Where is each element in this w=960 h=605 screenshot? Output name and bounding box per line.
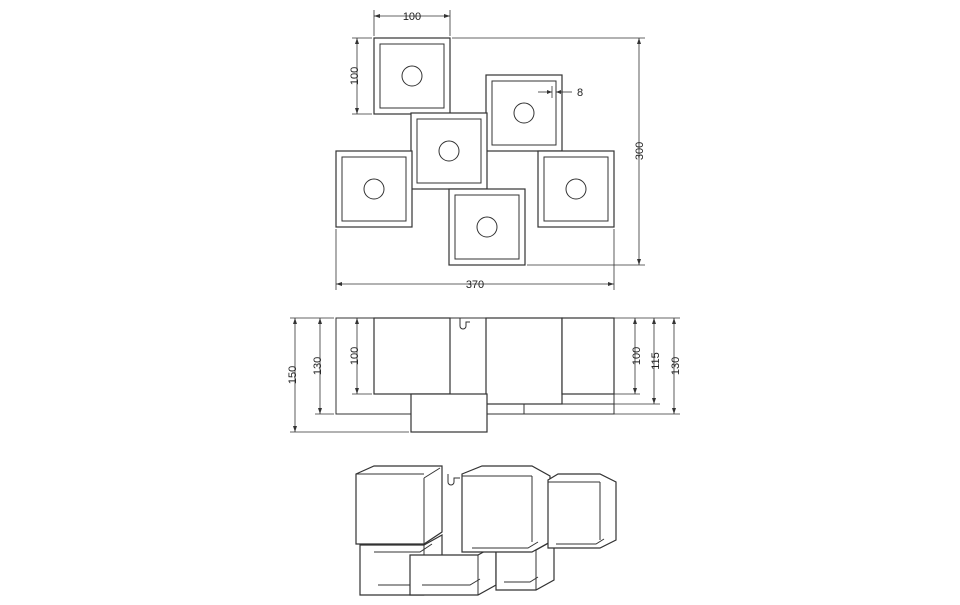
side-view: 150 130 100 100 115 [287,317,682,433]
dim-right-middle-label: 115 [650,352,662,370]
dim-right-inner [614,317,640,395]
shade-bottom [448,188,526,266]
iso-shade-upper-mid [461,465,551,553]
dim-total-height-label: 300 [634,142,646,160]
shade-top-left [373,37,451,115]
dim-hole-label: 8 [577,87,583,99]
dim-total-height [452,37,645,266]
dim-right-inner-label: 100 [631,347,643,365]
shade-right [537,150,615,228]
dim-left-inner-label: 100 [349,347,361,365]
shade-upper-right [485,74,563,152]
dim-height-single-label: 100 [349,67,361,85]
dim-right-outer-label: 130 [670,357,682,375]
dim-hole [538,86,572,98]
dim-height-single [352,37,372,115]
iso-view [355,465,617,596]
dim-total-width-label: 370 [466,279,484,291]
iso-shade-upper-left [355,465,443,553]
side-shade-4 [410,393,488,433]
iso-hook [447,474,460,486]
shade-center [410,112,488,190]
dim-left-outer [290,317,409,433]
side-hook [459,318,470,330]
dim-left-middle [315,318,334,415]
dim-left-inner [352,318,372,395]
side-shade-1 [373,317,451,395]
iso-shade-upper-right [547,473,617,549]
dim-width-single [373,10,451,36]
dim-left-outer-label: 150 [287,366,299,384]
side-shade-2 [485,317,563,405]
dim-width-single-label: 100 [403,11,421,23]
dim-total-width [335,229,615,290]
side-shade-3 [561,317,615,395]
shade-left [335,150,413,228]
dim-left-middle-label: 130 [312,357,324,375]
dim-right-outer [614,317,680,415]
top-view: 100 100 8 300 [335,10,646,291]
dim-right-middle [614,317,660,405]
